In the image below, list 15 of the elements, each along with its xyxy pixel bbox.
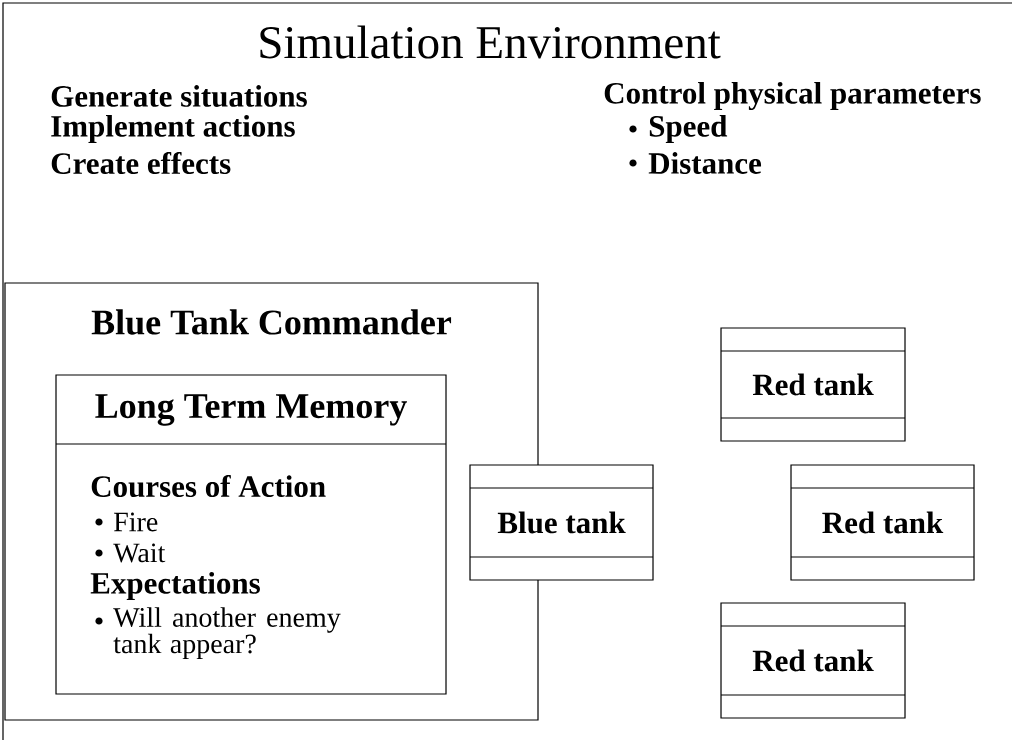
tank-box: Red tank: [720, 327, 906, 442]
bullet-item: Will another enemy tank appear?: [95, 607, 341, 660]
tank-box: Red tank: [790, 464, 975, 581]
bullet-item: Speed: [629, 114, 728, 144]
bullet-item: Distance: [629, 152, 762, 174]
text: Generate situations: [51, 85, 307, 107]
bullet-item: Wait: [95, 543, 166, 563]
text: Implement actions: [51, 114, 295, 144]
heading: Expectations: [90, 571, 260, 601]
tank-box: Blue tank: [469, 464, 654, 581]
text: Create effects: [51, 151, 231, 175]
heading: Courses of Action: [91, 474, 326, 498]
bullet-item: Fire: [95, 512, 158, 532]
tank-box: Red tank: [720, 602, 906, 719]
heading: Control physical parameters: [604, 81, 981, 111]
